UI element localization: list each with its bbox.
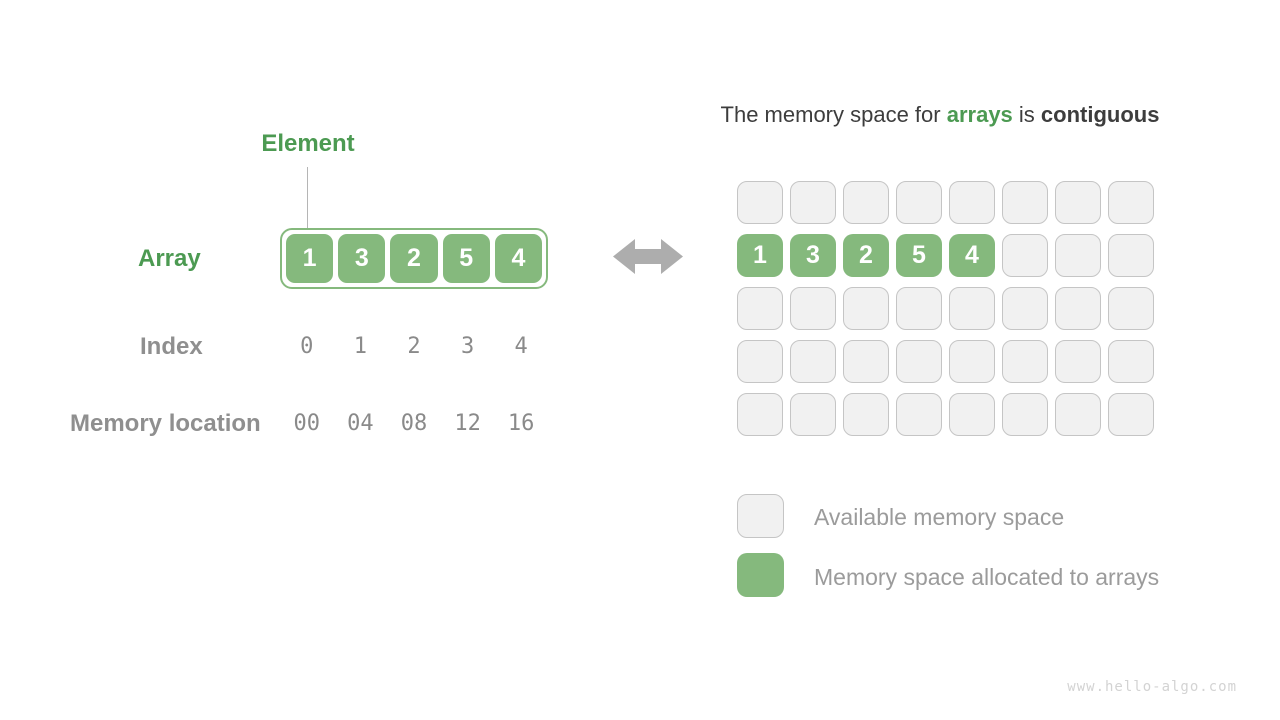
allocated-memory-cell: 3 — [790, 234, 836, 277]
available-memory-cell — [1055, 340, 1101, 383]
available-memory-cell — [949, 287, 995, 330]
available-memory-cell — [790, 287, 836, 330]
available-memory-cell — [737, 287, 783, 330]
title-arrays-highlight: arrays — [946, 102, 1013, 127]
available-memory-cell — [1108, 181, 1154, 224]
available-memory-cell — [1002, 234, 1048, 277]
index-label: Index — [140, 333, 203, 360]
available-memory-cell — [896, 393, 942, 436]
available-memory-cell — [949, 181, 995, 224]
allocated-memory-cell: 5 — [896, 234, 942, 277]
index-value: 0 — [300, 334, 314, 359]
available-memory-cell — [737, 181, 783, 224]
available-memory-cell — [896, 340, 942, 383]
array-cell: 5 — [442, 234, 490, 283]
available-memory-cell — [1055, 181, 1101, 224]
index-row: 0 1 2 3 4 — [280, 334, 548, 359]
available-memory-cell — [843, 181, 889, 224]
available-memory-cell — [843, 393, 889, 436]
available-memory-cell — [790, 181, 836, 224]
available-memory-cell — [1108, 393, 1154, 436]
memory-location-value: 00 — [293, 411, 321, 436]
array-cell: 3 — [338, 234, 386, 283]
available-memory-cell — [949, 393, 995, 436]
available-memory-cell — [790, 340, 836, 383]
available-memory-cell — [1002, 287, 1048, 330]
available-memory-cell — [790, 393, 836, 436]
allocated-memory-cell: 2 — [843, 234, 889, 277]
legend-available-label: Available memory space — [814, 504, 1065, 530]
available-memory-cell — [737, 393, 783, 436]
available-memory-cell — [1055, 234, 1101, 277]
available-memory-cell — [896, 181, 942, 224]
index-value: 2 — [407, 334, 421, 359]
available-memory-cell — [1108, 340, 1154, 383]
memory-location-value: 16 — [507, 411, 535, 436]
double-arrow-icon — [613, 235, 683, 278]
title-prefix: The memory space for — [720, 102, 947, 127]
element-label: Element — [261, 130, 355, 157]
legend-allocated-label: Memory space allocated to arrays — [814, 564, 1160, 590]
index-value: 4 — [514, 334, 528, 359]
watermark: www.hello-algo.com — [1067, 679, 1237, 695]
available-memory-cell — [1002, 393, 1048, 436]
memory-location-value: 04 — [347, 411, 374, 436]
available-memory-cell — [1002, 181, 1048, 224]
legend-available-swatch — [737, 494, 784, 538]
array-cell: 2 — [390, 234, 438, 283]
available-memory-cell — [843, 287, 889, 330]
available-memory-cell — [1108, 287, 1154, 330]
available-memory-cell — [1002, 340, 1048, 383]
array-cell: 4 — [494, 234, 543, 283]
memory-location-value: 08 — [400, 411, 428, 436]
available-memory-cell — [949, 340, 995, 383]
diagram-title: The memory space for arrays is contiguou… — [650, 102, 1230, 128]
memory-location-label: Memory location — [70, 410, 261, 437]
available-memory-cell — [896, 287, 942, 330]
array-cell: 1 — [286, 234, 334, 283]
title-contiguous-emphasis: contiguous — [1040, 102, 1160, 127]
index-value: 1 — [353, 334, 368, 359]
memory-location-value: 12 — [454, 411, 481, 436]
available-memory-cell — [843, 340, 889, 383]
legend-allocated-swatch — [737, 553, 784, 597]
title-middle: is — [1012, 102, 1041, 127]
array-label: Array — [138, 245, 201, 272]
available-memory-cell — [1055, 393, 1101, 436]
allocated-memory-cell: 1 — [737, 234, 783, 277]
available-memory-cell — [737, 340, 783, 383]
available-memory-cell — [1055, 287, 1101, 330]
index-value: 3 — [460, 334, 475, 359]
element-connector-line — [307, 167, 308, 228]
allocated-memory-cell: 4 — [949, 234, 995, 277]
memory-location-row: 00 04 08 12 16 — [280, 411, 548, 436]
available-memory-cell — [1108, 234, 1154, 277]
